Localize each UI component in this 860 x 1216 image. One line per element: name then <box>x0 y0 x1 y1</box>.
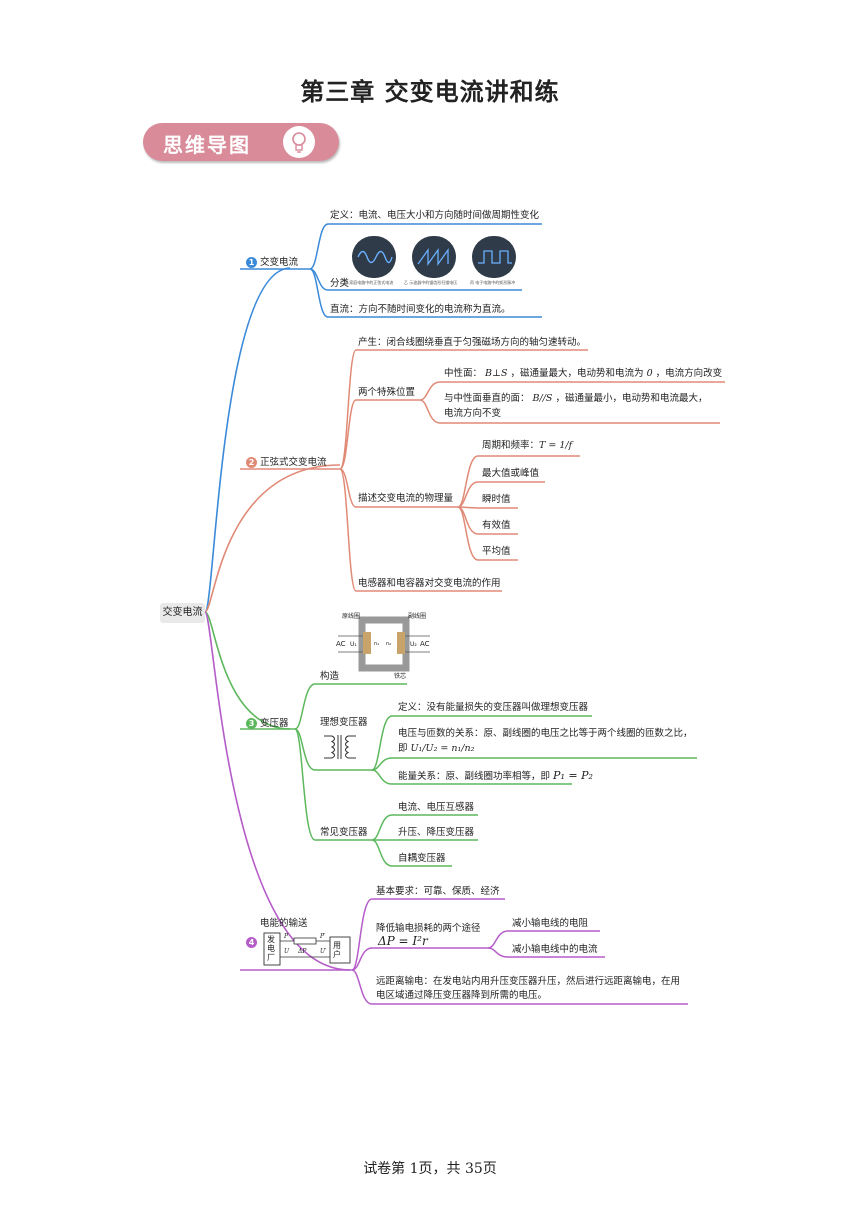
inductor-capacitor: 电感器和电容器对交变电流的作用 <box>358 578 501 589</box>
effective-value: 有效值 <box>482 520 511 531</box>
u1-label: U₁ <box>350 641 357 648</box>
instrument-transformer: 电流、电压互感器 <box>398 802 475 813</box>
ac-definition: 定义：电流、电压大小和方向随时间做周期性变化 <box>330 210 540 221</box>
branch4-number: 4 <box>246 937 257 948</box>
reduce-current: 减小输电线中的电流 <box>512 944 598 955</box>
n2-label: n₂ <box>386 641 392 647</box>
primary-coil-label: 原线圈 <box>342 613 361 620</box>
transformer-structure-diagram: 原线圈 副线圈 AC U₁ n₁ n₂ U₂ AC 铁芯 <box>334 610 434 680</box>
u-prime-label: U′ <box>320 948 327 955</box>
period-frequency: 周期和频率：T = 1/f <box>482 440 573 451</box>
page-footer: 试卷第 1页，共 35页 <box>363 1161 497 1177</box>
autotransformer: 自耦变压器 <box>398 853 446 864</box>
caption-square: 丙 电子电路中的矩形脉冲 <box>470 280 516 285</box>
power-loss-formula: ΔP = I²r <box>378 934 428 948</box>
branch3-number: 3 <box>246 718 257 729</box>
u-label: U <box>284 948 290 955</box>
energy-relation: 能量关系：原、副线圈功率相等，即 P₁ = P₂ <box>398 769 593 782</box>
oscilloscope-sine-image <box>352 236 396 278</box>
root-node: 交变电流 <box>160 603 205 623</box>
caption-sine: 甲 家庭电路中的正弦式电流 <box>344 280 394 285</box>
p-label: P <box>284 933 289 940</box>
branch2-number: 2 <box>246 457 257 468</box>
transformer-symbol-icon <box>322 732 358 766</box>
long-distance-transmission-cont: 电区域通过降压变压器降到所需的电压。 <box>376 990 548 1001</box>
delta-p-label: ΔP <box>298 948 307 955</box>
caption-sawtooth: 乙 示波器中的锯齿形扫描电压 <box>404 280 458 285</box>
power-plant-label: 发电厂 <box>267 935 275 962</box>
user-label: 用户 <box>333 941 341 959</box>
ideal-transformer: 理想变压器 <box>320 717 368 728</box>
oscilloscope-square-image <box>472 236 516 278</box>
n1-label: n₁ <box>374 641 380 647</box>
lightbulb-icon <box>283 126 315 158</box>
basic-requirements: 基本要求：可靠、保质、经济 <box>376 886 500 897</box>
ac-right-label: AC <box>420 640 430 648</box>
long-distance-transmission: 远距离输电：在发电站内用升压变压器升压，然后进行远距离输电，在用 <box>376 976 681 987</box>
branch1-label: 交变电流 <box>260 257 299 268</box>
oscilloscope-sawtooth-image <box>412 236 456 278</box>
secondary-coil-label: 副线圈 <box>408 613 427 620</box>
perpendicular-plane-cont: 电流方向不变 <box>444 408 502 419</box>
two-special-positions: 两个特殊位置 <box>358 387 416 398</box>
p-prime-label: P′ <box>320 933 326 940</box>
iron-core-label: 铁芯 <box>394 673 407 680</box>
voltage-turns-ratio: 电压与匝数的关系：原、副线圈的电压之比等于两个线圈的匝数之比， <box>398 728 693 739</box>
average-value: 平均值 <box>482 546 511 557</box>
common-transformers: 常见变压器 <box>320 827 368 838</box>
ac-classification: 分类 <box>330 278 350 289</box>
u2-label: U₂ <box>410 641 417 648</box>
branch1-number: 1 <box>246 257 257 268</box>
voltage-turns-formula: 即 U₁/U₂ = n₁/n₂ <box>398 743 475 754</box>
branch4-label: 电能的输送 <box>260 918 308 929</box>
neutral-plane: 中性面： B⊥S ，磁通量最大，电动势和电流为 0 ，电流方向改变 <box>444 368 723 379</box>
badge-label: 思维导图 <box>163 133 251 157</box>
ac-quantities: 描述交变电流的物理量 <box>358 493 454 504</box>
ac-production: 产生：闭合线圈绕垂直于匀强磁场方向的轴匀速转动。 <box>358 337 587 348</box>
branch2-label: 正弦式交变电流 <box>260 457 327 468</box>
reduce-resistance: 减小输电线的电阻 <box>512 918 589 929</box>
step-up-down-transformer: 升压、降压变压器 <box>398 827 475 838</box>
ac-left-label: AC <box>336 640 346 648</box>
power-transmission-diagram: 发电厂 用户 P P′ U U′ ΔP <box>262 931 352 967</box>
instantaneous-value: 瞬时值 <box>482 494 511 505</box>
reduce-loss-methods: 降低输电损耗的两个途径 <box>376 923 481 934</box>
branch3-label: 变压器 <box>260 718 289 729</box>
mind-map-badge: 思维导图 <box>143 123 339 161</box>
perpendicular-plane: 与中性面垂直的面： B//S ，磁通量最小，电动势和电流最大， <box>444 393 708 404</box>
ideal-transformer-definition: 定义：没有能量损失的变压器叫做理想变压器 <box>398 702 589 713</box>
page-title: 第三章 交变电流讲和练 <box>300 78 560 106</box>
dc-definition: 直流：方向不随时间变化的电流称为直流。 <box>330 304 511 315</box>
transformer-structure: 构造 <box>320 671 340 682</box>
peak-value: 最大值或峰值 <box>482 468 540 479</box>
